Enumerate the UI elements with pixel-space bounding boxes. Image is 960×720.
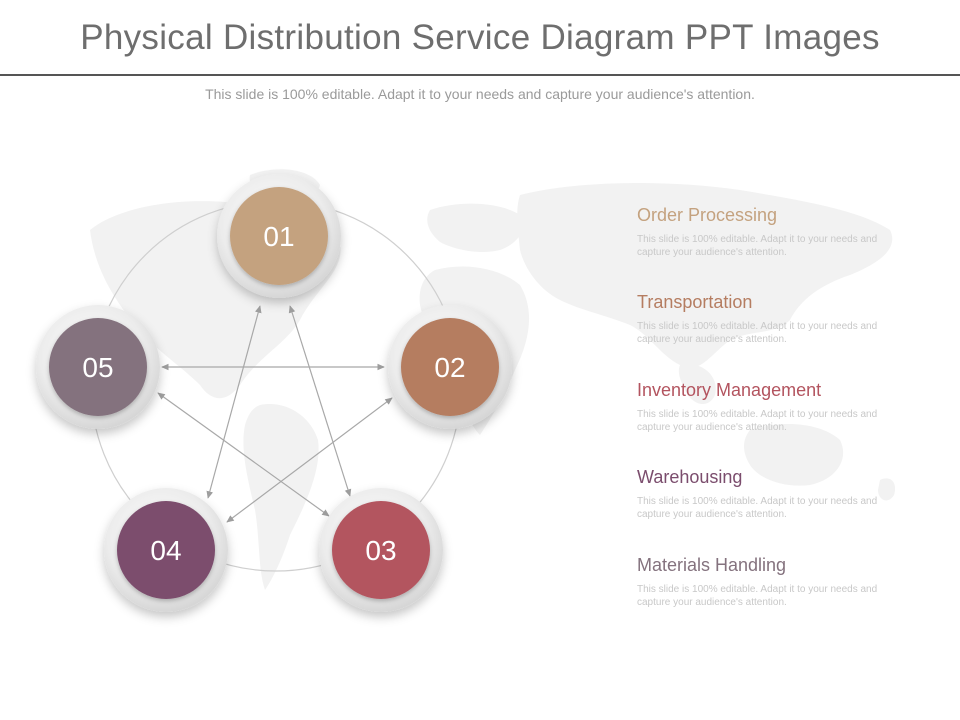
legend-title: Inventory Management: [637, 380, 822, 400]
slide-subtitle: This slide is 100% editable. Adapt it to…: [205, 86, 755, 102]
arrow-01-04: [206, 305, 262, 499]
node-02: 02: [388, 305, 512, 429]
node-03: 03: [319, 488, 443, 612]
legend-description: This slide is 100% editable. Adapt it to…: [637, 584, 878, 608]
legend-item-materials-handling: Materials Handling This slide is 100% ed…: [637, 554, 927, 609]
node-02-label: 02: [434, 352, 465, 383]
node-05: 05: [36, 305, 160, 429]
arrow-02-04: [226, 397, 393, 523]
node-03-label: 03: [365, 535, 396, 566]
title-divider: [0, 74, 960, 76]
legend-description: This slide is 100% editable. Adapt it to…: [637, 496, 878, 520]
node-04-label: 04: [150, 535, 181, 566]
node-01-label: 01: [263, 221, 294, 252]
legend-title: Order Processing: [637, 205, 778, 225]
node-01-fill: [230, 187, 328, 285]
legend-description: This slide is 100% editable. Adapt it to…: [637, 409, 878, 433]
legend-item-warehousing: Warehousing This slide is 100% editable.…: [637, 466, 927, 521]
legend-title: Transportation: [637, 292, 753, 312]
legend-title: Warehousing: [637, 467, 743, 487]
legend-description: This slide is 100% editable. Adapt it to…: [637, 321, 878, 345]
node-02-fill: [401, 318, 499, 416]
node-01: 01: [217, 174, 341, 298]
node-05-label: 05: [82, 352, 113, 383]
legend-description: This slide is 100% editable. Adapt it to…: [637, 234, 878, 258]
legend-item-order-processing: Order Processing This slide is 100% edit…: [637, 204, 927, 259]
node-04-fill: [117, 501, 215, 599]
node-05-fill: [49, 318, 147, 416]
slide-title: Physical Distribution Service Diagram PP…: [80, 18, 880, 57]
legend-item-inventory-management: Inventory Management This slide is 100% …: [637, 379, 927, 434]
legend-title: Materials Handling: [637, 555, 787, 575]
node-04: 04: [104, 488, 228, 612]
legend-item-transportation: Transportation This slide is 100% editab…: [637, 291, 927, 346]
node-03-fill: [332, 501, 430, 599]
